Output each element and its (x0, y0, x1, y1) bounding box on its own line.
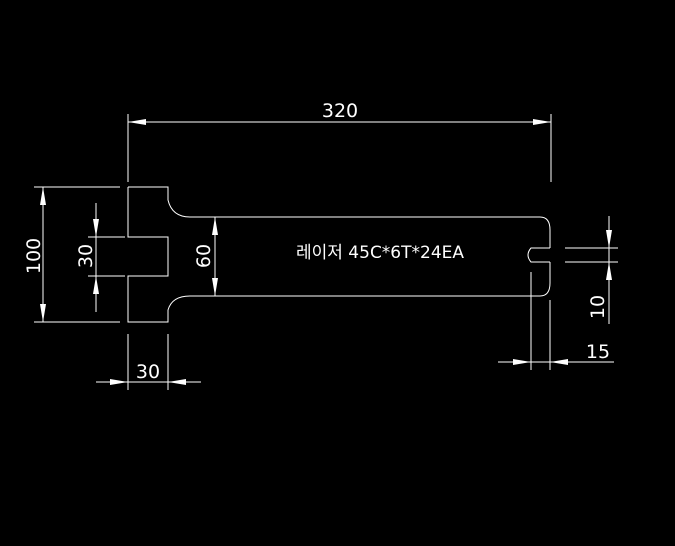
dim-overall-length (127, 114, 552, 182)
dim-end-offset (498, 272, 614, 370)
dim-head-width (96, 334, 201, 390)
dim-label-320: 320 (322, 100, 358, 122)
dim-overall-height (34, 186, 120, 323)
part-note: 레이저 45C*6T*24EA (296, 243, 464, 263)
dim-label-10: 10 (587, 295, 609, 319)
dim-label-60: 60 (193, 244, 215, 268)
dim-label-100: 100 (23, 238, 45, 274)
dim-label-30-slot: 30 (75, 244, 97, 268)
dim-end-notch (565, 216, 618, 324)
dim-shank-height (212, 217, 218, 296)
dim-slot-height (88, 203, 125, 312)
part-outline (127, 186, 551, 323)
dim-label-30-head: 30 (136, 361, 160, 383)
dim-label-15: 15 (586, 341, 610, 363)
